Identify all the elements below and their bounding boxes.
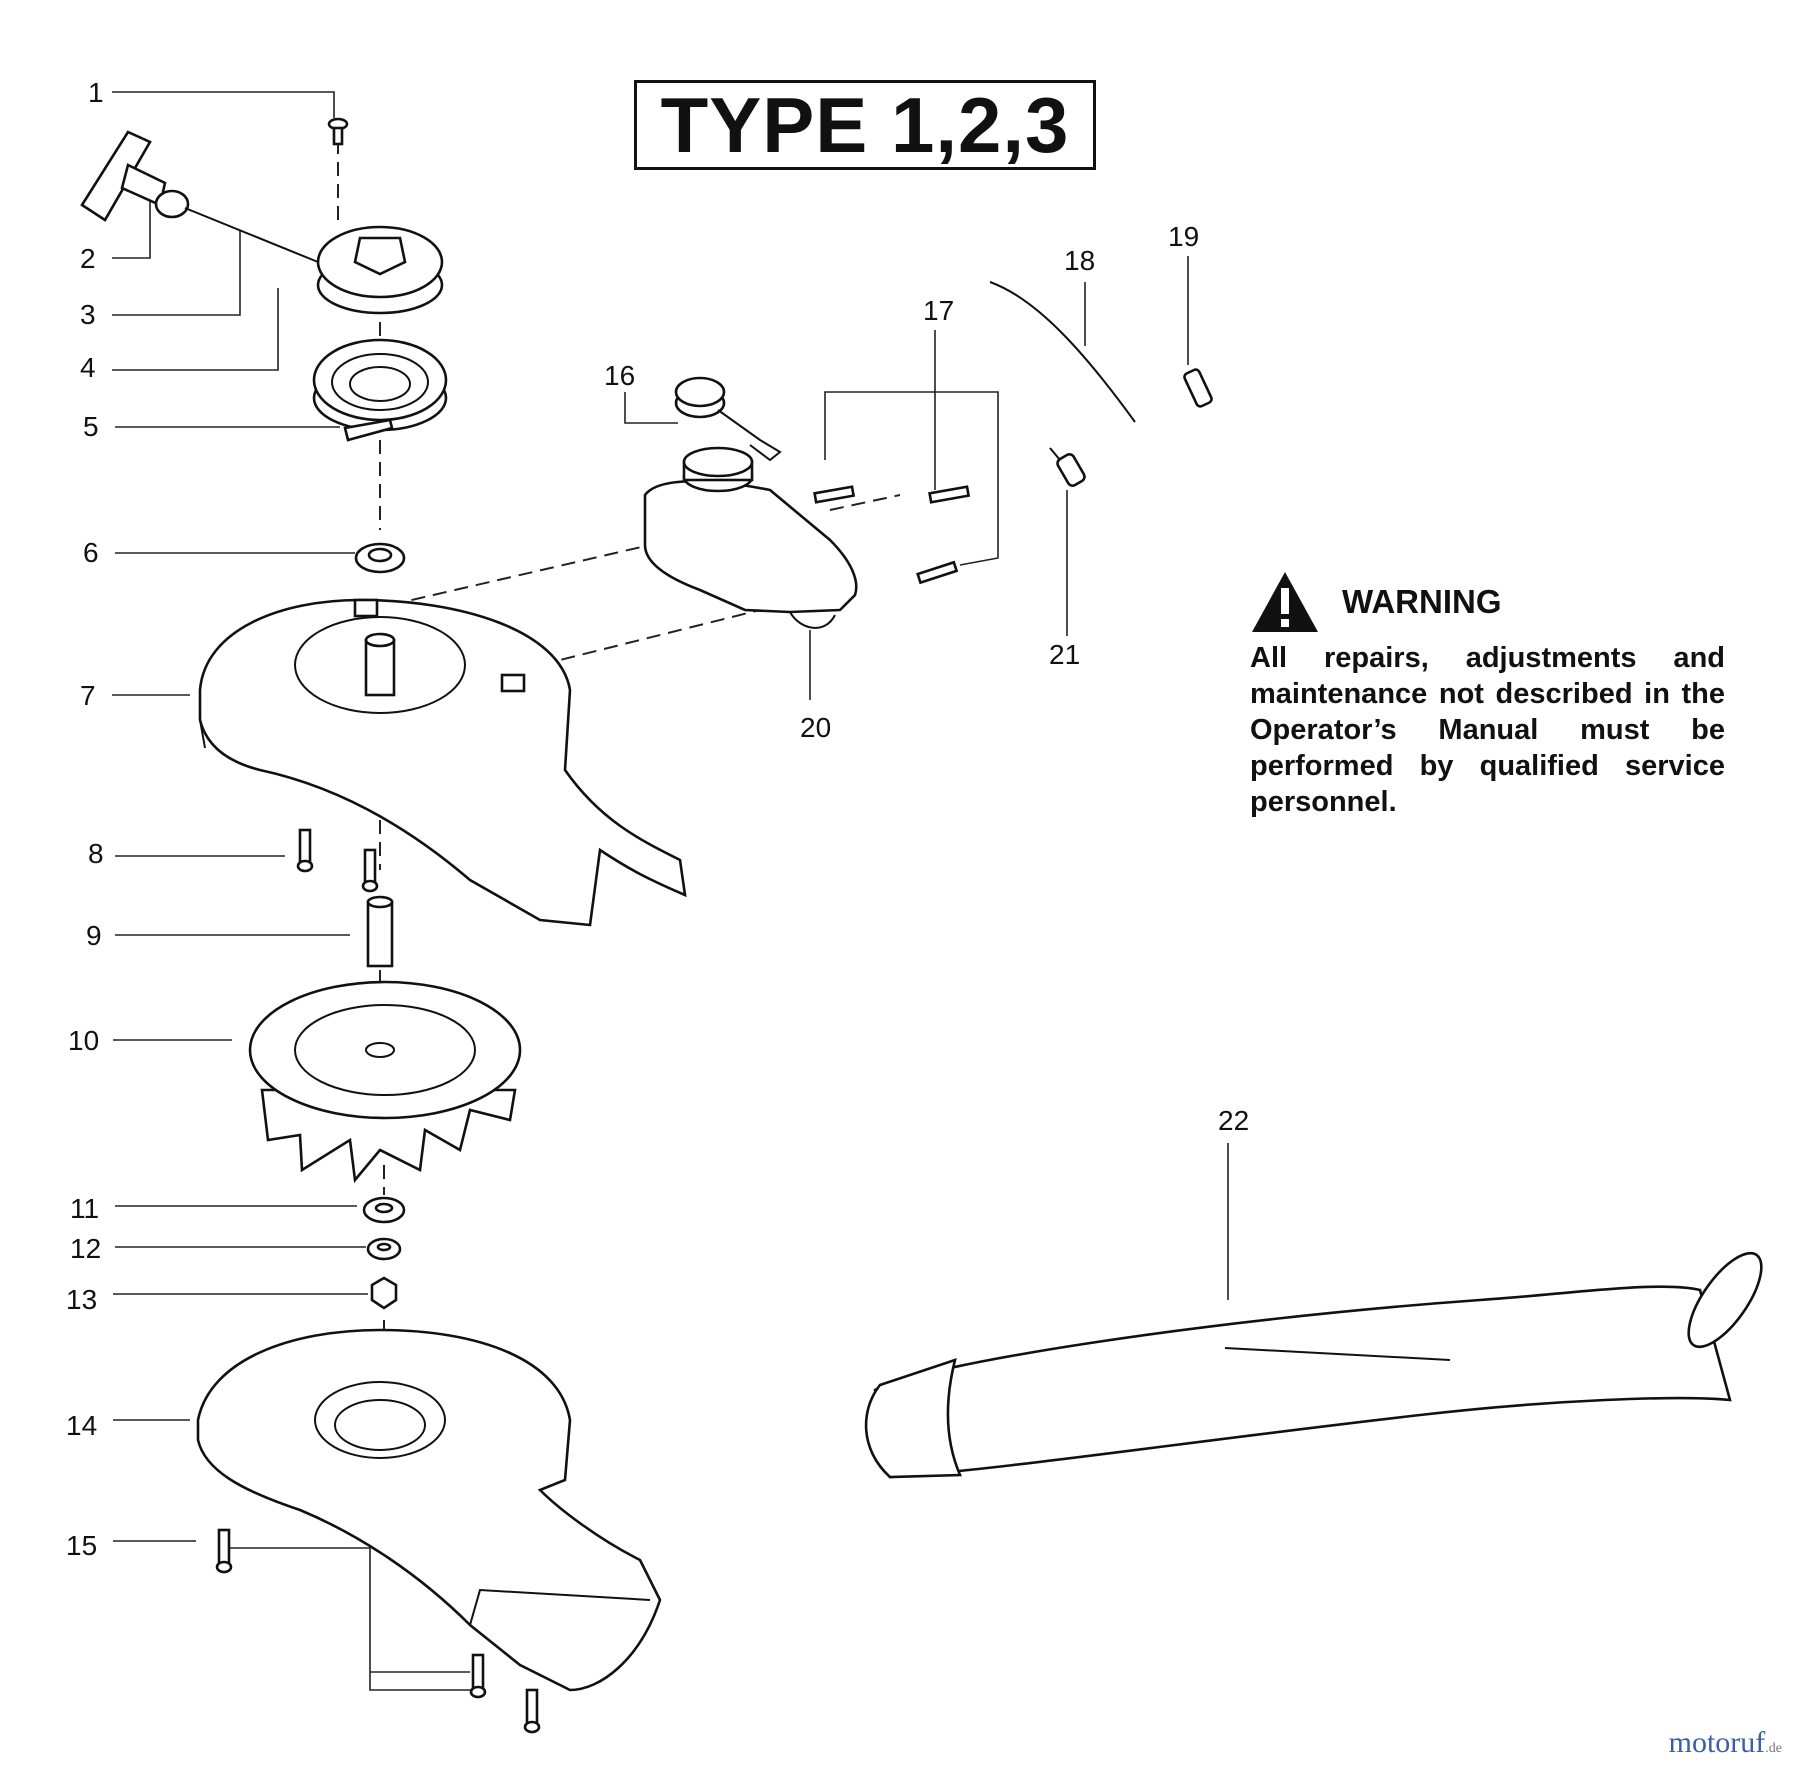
callout-12: 12 (70, 1233, 101, 1264)
watermark-brand: motoruf (1668, 1726, 1766, 1759)
callout-15: 15 (66, 1530, 97, 1561)
part-20-fuel-tank (643, 446, 858, 629)
callout-8: 8 (88, 838, 104, 869)
callout-5: 5 (83, 411, 99, 442)
watermark-suffix: .de (1765, 1741, 1782, 1756)
callout-11: 11 (70, 1193, 99, 1224)
callout-labels: 1 2 3 4 5 6 7 8 9 10 11 12 13 14 15 16 1… (66, 77, 1249, 1561)
part-21-fitting (1049, 447, 1086, 487)
warning-text: All repairs, adjustments and maintenance… (1250, 642, 1725, 818)
callout-14: 14 (66, 1410, 97, 1441)
callout-22: 22 (1218, 1105, 1249, 1136)
part-7-upper-housing (198, 598, 687, 927)
callout-10: 10 (68, 1025, 99, 1056)
warning-notice: WARNING All repairs, adjustments and mai… (1250, 570, 1725, 820)
part-4-pulley (316, 225, 444, 315)
diagram-title: TYPE 1,2,3 (660, 81, 1070, 169)
warning-heading: WARNING (1342, 583, 1502, 620)
callout-21: 21 (1049, 639, 1080, 670)
part-11-washer (362, 1196, 406, 1224)
title-box: TYPE 1,2,3 (634, 80, 1096, 170)
callout-17: 17 (923, 295, 954, 326)
callout-2: 2 (80, 243, 96, 274)
part-6-washer (354, 542, 406, 574)
part-15-screws (215, 1528, 541, 1734)
callout-13: 13 (66, 1284, 97, 1315)
callout-20: 20 (800, 712, 831, 743)
callout-4: 4 (80, 352, 96, 383)
warning-header: WARNING (1250, 570, 1725, 634)
warning-triangle-icon (1252, 572, 1318, 632)
callout-16: 16 (604, 360, 635, 391)
callout-1: 1 (88, 77, 104, 108)
callout-19: 19 (1168, 221, 1199, 252)
part-22-blower-tube (864, 1251, 1763, 1479)
part-5-recoil-spring (312, 338, 448, 442)
callout-18: 18 (1064, 245, 1095, 276)
part-14-lower-housing (196, 1328, 662, 1692)
part-16-fuel-cap (674, 376, 782, 462)
part-10-fan-impeller (248, 980, 522, 1184)
part-9-sleeve (366, 895, 394, 968)
watermark: motoruf.de (1669, 1726, 1782, 1760)
callout-6: 6 (83, 537, 99, 568)
part-1-screw (327, 117, 349, 146)
part-18-fuel-line (989, 281, 1136, 423)
part-2-starter-handle (80, 130, 319, 263)
part-19-fuel-filter (1183, 368, 1213, 408)
part-13-nut (370, 1276, 398, 1310)
callout-3: 3 (80, 299, 96, 330)
part-12-lock-washer (366, 1237, 402, 1261)
part-8-screws (296, 828, 379, 893)
callout-9: 9 (86, 920, 102, 951)
part-17-screws (813, 485, 971, 585)
leader-lines (112, 91, 1229, 1691)
callout-7: 7 (80, 680, 96, 711)
